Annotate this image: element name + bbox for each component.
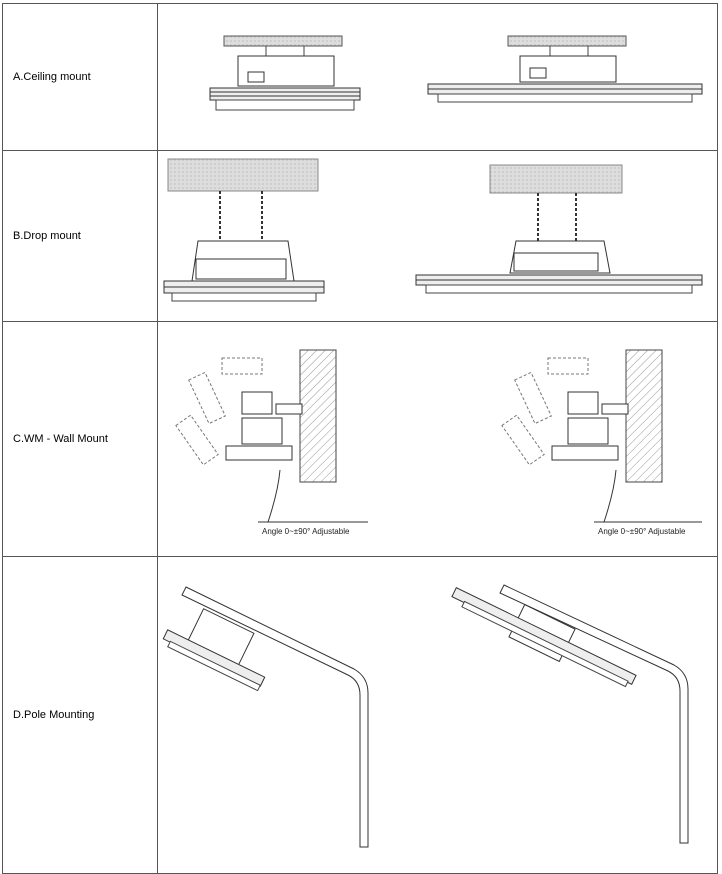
mounting-table: A.Ceiling mount	[1, 3, 718, 874]
wall-fixture-left: Angle 0~±90° Adjustable	[175, 349, 369, 536]
wall-fixture-right: Angle 0~±90° Adjustable	[501, 349, 703, 536]
ceiling-fixture-small	[209, 35, 361, 111]
pole-mount-drawing	[162, 584, 689, 848]
table-row-drop: B.Drop mount	[1, 150, 718, 322]
ceiling-mount-figure	[157, 3, 718, 151]
row-label: A.Ceiling mount	[1, 3, 159, 151]
row-label: D.Pole Mounting	[1, 556, 159, 874]
angle-caption-right: Angle 0~±90° Adjustable	[598, 527, 686, 536]
row-label: B.Drop mount	[1, 150, 159, 322]
wall-mount-drawing: Angle 0~±90° Adjustable Angle 0~±9	[175, 349, 703, 536]
drop-fixture-small	[163, 158, 325, 302]
drop-fixture-large	[415, 164, 703, 294]
row-label: C.WM - Wall Mount	[1, 321, 159, 557]
pole-fixture-left	[162, 586, 369, 848]
ceiling-mount-drawing	[209, 35, 703, 111]
ceiling-fixture-large	[427, 35, 703, 103]
pole-fixture-right	[451, 584, 689, 844]
table-row-ceiling: A.Ceiling mount	[1, 3, 718, 151]
table-row-pole: D.Pole Mounting	[1, 556, 718, 874]
pole-mount-figure	[157, 556, 718, 874]
table-row-wall: C.WM - Wall Mount Angle 0~±90°	[1, 321, 718, 557]
drop-mount-figure	[157, 150, 718, 322]
wall-mount-figure: Angle 0~±90° Adjustable Angle 0~±9	[157, 321, 718, 557]
drop-mount-drawing	[163, 158, 703, 302]
angle-caption-left: Angle 0~±90° Adjustable	[262, 527, 350, 536]
